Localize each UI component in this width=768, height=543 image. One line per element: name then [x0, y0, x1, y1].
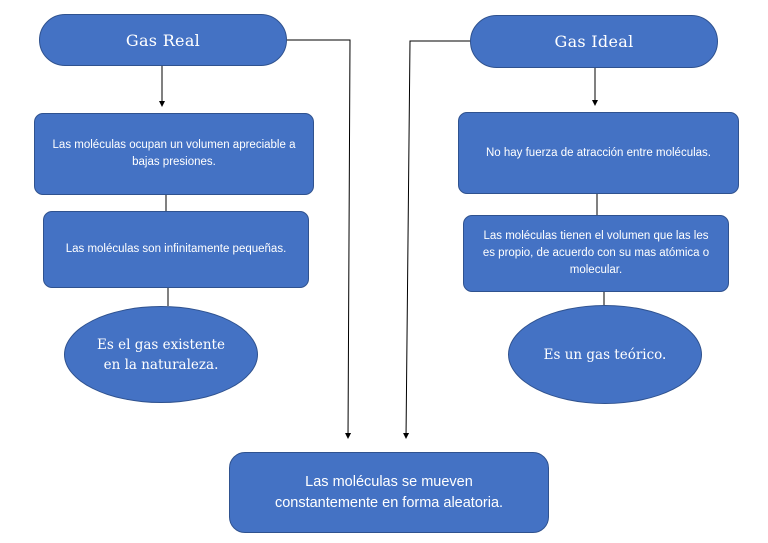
- common-property-text: Las moléculas se mueven constantemente e…: [274, 473, 504, 511]
- gas-real-conclusion-text: Es el gas existente en la naturaleza.: [97, 336, 225, 373]
- gas-ideal-fact-2-text: Las moléculas tienen el volumen que las …: [482, 230, 710, 276]
- gas-ideal-fact-1-text: No hay fuerza de atracción entre molécul…: [485, 146, 711, 159]
- gas-real-fact-1: Las moléculas ocupan un volumen apreciab…: [34, 113, 314, 195]
- gas-real-fact-2-text: Las moléculas son infinitamente pequeñas…: [65, 243, 287, 255]
- gas-ideal-fact-2: Las moléculas tienen el volumen que las …: [463, 215, 729, 292]
- arrow-gas-real-to-common: [287, 39, 352, 439]
- gas-real-conclusion: Es el gas existente en la naturaleza.: [64, 306, 258, 403]
- gas-real-title: Gas Real: [39, 14, 287, 66]
- common-property-box: Las moléculas se mueven constantemente e…: [229, 452, 549, 533]
- gas-real-title-text: Gas Real: [125, 30, 201, 50]
- gas-ideal-conclusion-text: Es un gas teórico.: [543, 346, 667, 363]
- gas-ideal-title-text: Gas Ideal: [554, 32, 634, 51]
- arrow-gas-ideal-to-common: [403, 40, 470, 439]
- gas-real-fact-1-text: Las moléculas ocupan un volumen apreciab…: [52, 139, 296, 168]
- gas-real-fact-2: Las moléculas son infinitamente pequeñas…: [43, 211, 309, 288]
- gas-ideal-title: Gas Ideal: [470, 15, 718, 68]
- gas-ideal-conclusion: Es un gas teórico.: [508, 305, 702, 404]
- gas-ideal-fact-1: No hay fuerza de atracción entre molécul…: [458, 112, 739, 194]
